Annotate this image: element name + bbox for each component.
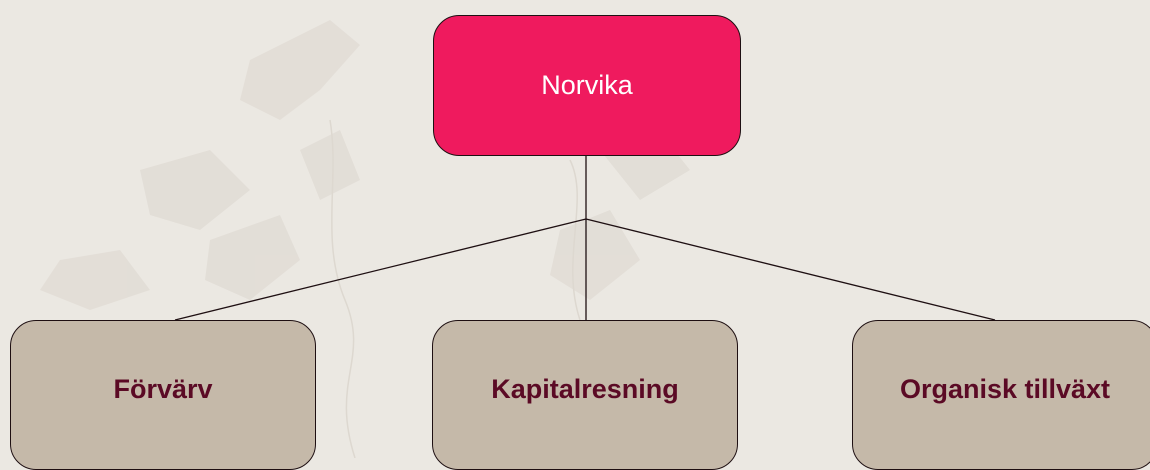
connector-lines [174, 156, 996, 321]
child-node-kapitalresning: Kapitalresning [432, 320, 738, 470]
connector-to-child-3 [585, 218, 996, 321]
child-node-label: Kapitalresning [491, 373, 679, 404]
root-node: Norvika [433, 15, 741, 156]
root-node-label: Norvika [541, 70, 633, 100]
child-node-label: Förvärv [113, 373, 213, 404]
child-node-label: Organisk tillväxt [899, 373, 1111, 404]
child-node-organisk-tillvaxt: Organisk tillväxt [852, 320, 1150, 470]
connector-to-child-1 [174, 218, 587, 321]
child-node-forvarv: Förvärv [10, 320, 316, 470]
background-map-texture [40, 20, 690, 458]
